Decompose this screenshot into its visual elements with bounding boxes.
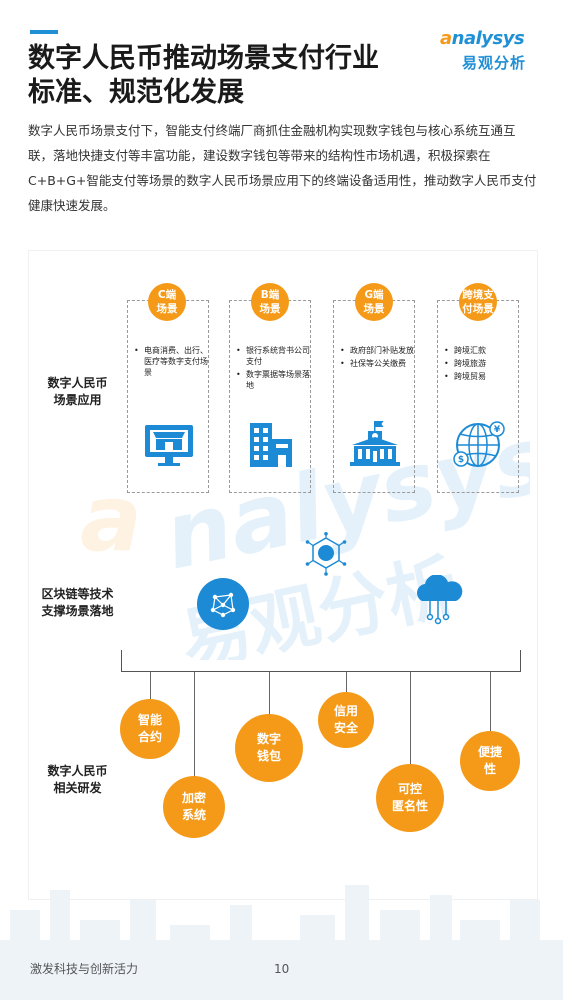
list-item: 银行系统背书公司支付 — [236, 345, 310, 367]
connector-line — [490, 672, 491, 732]
connector-line — [150, 672, 151, 702]
badge-g-scenario: G端场景 — [355, 283, 393, 321]
scenario-card-b: 银行系统背书公司支付 数字票据等场景落地 — [229, 300, 311, 493]
list-item: 数字票据等场景落地 — [236, 369, 310, 391]
badge-b-scenario: B端场景 — [251, 283, 289, 321]
card-bullets: 银行系统背书公司支付 数字票据等场景落地 — [236, 345, 310, 393]
connector-line — [346, 672, 347, 694]
blockchain-hexagon-icon — [305, 532, 347, 576]
feature-convenience: 便捷性 — [460, 731, 520, 791]
page-title-line-1: 数字人民币推动场景支付行业 — [28, 43, 379, 74]
tech-row-label: 区块链等技术支撑场景落地 — [41, 587, 114, 618]
page-number: 10 — [274, 962, 290, 976]
feature-smart-contract: 智能合约 — [120, 699, 180, 759]
page-title: 数字人民币推动场景支付行业 标准、规范化发展 — [28, 42, 428, 110]
storefront-monitor-icon — [145, 425, 193, 466]
logo-chinese: 易观分析 — [462, 54, 527, 72]
badge-c-scenario: C端场景 — [148, 283, 186, 321]
intro-paragraph: 数字人民币场景支付下，智能支付终端厂商抓住金融机构实现数字钱包与核心系统互通互联… — [28, 123, 537, 213]
network-node-icon — [197, 578, 249, 630]
cloud-network-icon — [417, 575, 463, 625]
list-item: 跨境汇款 — [444, 345, 518, 356]
office-building-icon — [250, 423, 292, 467]
scenario-card-g: 政府部门补贴发放 社保等公关缴费 — [333, 300, 415, 493]
card-bullets: 电商消费、出行、医疗等数字支付场景 — [134, 345, 208, 380]
svg-text:¥: ¥ — [494, 425, 501, 435]
scenario-card-crossborder: 跨境汇款 跨境旅游 跨境贸易 ¥ $ — [437, 300, 519, 493]
city-skyline-decoration — [0, 885, 563, 1000]
title-accent-bar — [30, 30, 58, 34]
scenario-row-label: 数字人民币场景应用 — [47, 376, 108, 407]
scenario-card-c: 电商消费、出行、医疗等数字支付场景 — [127, 300, 209, 493]
page-title-line-2: 标准、规范化发展 — [28, 77, 244, 108]
badge-crossborder-scenario: 跨境支付场景 — [459, 283, 497, 321]
list-item: 跨境旅游 — [444, 358, 518, 369]
rnd-bracket — [121, 650, 521, 672]
list-item: 电商消费、出行、医疗等数字支付场景 — [134, 345, 208, 378]
diagram-frame — [28, 250, 538, 900]
connector-line — [194, 672, 195, 780]
svg-text:$: $ — [458, 455, 464, 465]
list-item: 跨境贸易 — [444, 371, 518, 382]
feature-credit-security: 信用安全 — [318, 692, 374, 748]
logo-english: analysys — [440, 28, 525, 49]
globe-currency-icon: ¥ $ — [453, 421, 505, 467]
footer-slogan: 激发科技与创新活力 — [30, 962, 139, 976]
feature-encryption-system: 加密系统 — [163, 776, 225, 838]
rnd-row-label: 数字人民币相关研发 — [47, 764, 108, 795]
card-bullets: 政府部门补贴发放 社保等公关缴费 — [340, 345, 414, 371]
analysys-logo: analysys 易观分析 — [440, 28, 540, 74]
connector-line — [410, 672, 411, 764]
feature-digital-wallet: 数字钱包 — [235, 714, 303, 782]
list-item: 社保等公关缴费 — [340, 358, 414, 369]
list-item: 政府部门补贴发放 — [340, 345, 414, 356]
card-bullets: 跨境汇款 跨境旅游 跨境贸易 — [444, 345, 518, 384]
feature-controllable-anonymity: 可控匿名性 — [376, 764, 444, 832]
connector-line — [269, 672, 270, 718]
government-building-icon — [350, 421, 400, 466]
